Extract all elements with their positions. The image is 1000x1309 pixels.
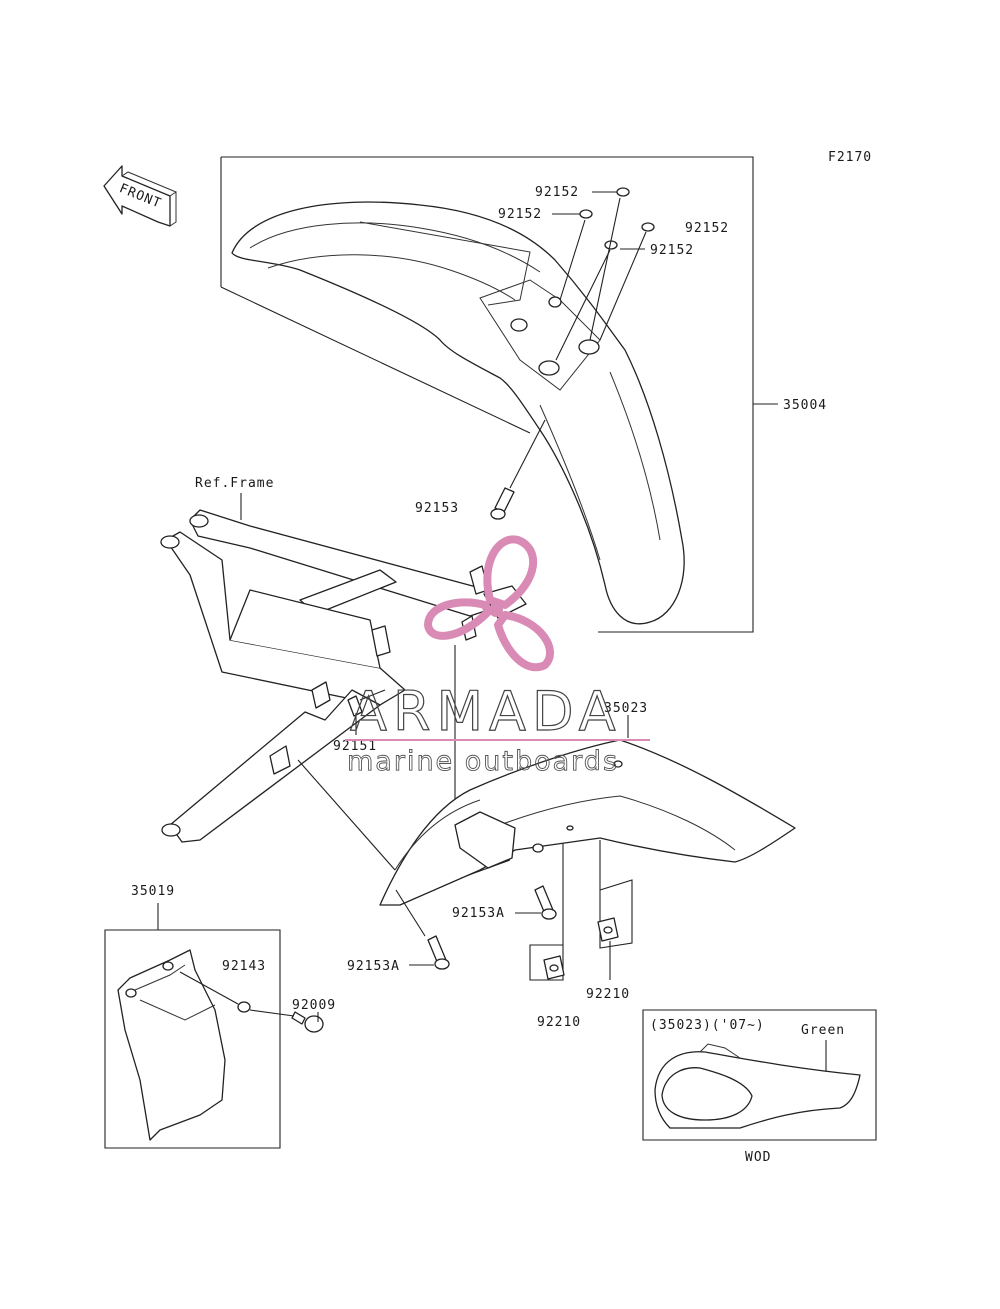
watermark-brand: ARMADA — [350, 680, 622, 743]
part-number-92153a-b: 92153A — [347, 959, 400, 974]
rear-fender — [379, 739, 796, 906]
inset-title: (35023)('07~) — [650, 1018, 765, 1033]
screw-92009 — [249, 1009, 324, 1033]
mud-flap — [117, 949, 226, 1141]
part-number-35019: 35019 — [131, 884, 175, 899]
inset-rear-fender — [654, 1043, 861, 1129]
part-number-92153a-a: 92153A — [452, 906, 505, 921]
part-number-92152-a: 92152 — [535, 185, 579, 200]
part-number-92152-b: 92152 — [498, 207, 542, 222]
diagram-code: F2170 — [828, 150, 872, 165]
nut-92210-right — [597, 917, 619, 980]
front-direction-arrow: FRONT — [103, 165, 178, 227]
washer-92143 — [179, 971, 251, 1013]
part-number-35023: 35023 — [604, 701, 648, 716]
armada-propeller-logo — [424, 535, 554, 672]
washer-92152-set — [552, 187, 655, 361]
part-number-92210-a: 92210 — [537, 1015, 581, 1030]
part-number-92210-b: 92210 — [586, 987, 630, 1002]
part-number-92143: 92143 — [222, 959, 266, 974]
ref-frame-label: Ref.Frame — [195, 476, 274, 491]
inset-caption: WOD — [745, 1150, 771, 1165]
bolt-92153a-right — [515, 885, 557, 920]
bolt-92153a-left — [395, 889, 450, 970]
part-number-35004: 35004 — [783, 398, 827, 413]
mud-flap-callout-box — [104, 929, 281, 1149]
front-fender-callout-box — [220, 156, 778, 633]
watermark-tagline: marine outboards — [347, 746, 619, 777]
bolt-92151 — [347, 689, 386, 735]
nut-92210-left — [543, 955, 565, 980]
inset-variant-box — [642, 1009, 877, 1141]
bolt-92153 — [490, 419, 546, 520]
inset-color-label: Green — [801, 1023, 845, 1038]
front-fender — [231, 201, 685, 625]
part-number-92009: 92009 — [292, 998, 336, 1013]
part-number-92152-c: 92152 — [685, 221, 729, 236]
part-number-92152-d: 92152 — [650, 243, 694, 258]
part-number-92153: 92153 — [415, 501, 459, 516]
part-number-92151: 92151 — [333, 739, 377, 754]
rear-subframe — [160, 509, 527, 843]
